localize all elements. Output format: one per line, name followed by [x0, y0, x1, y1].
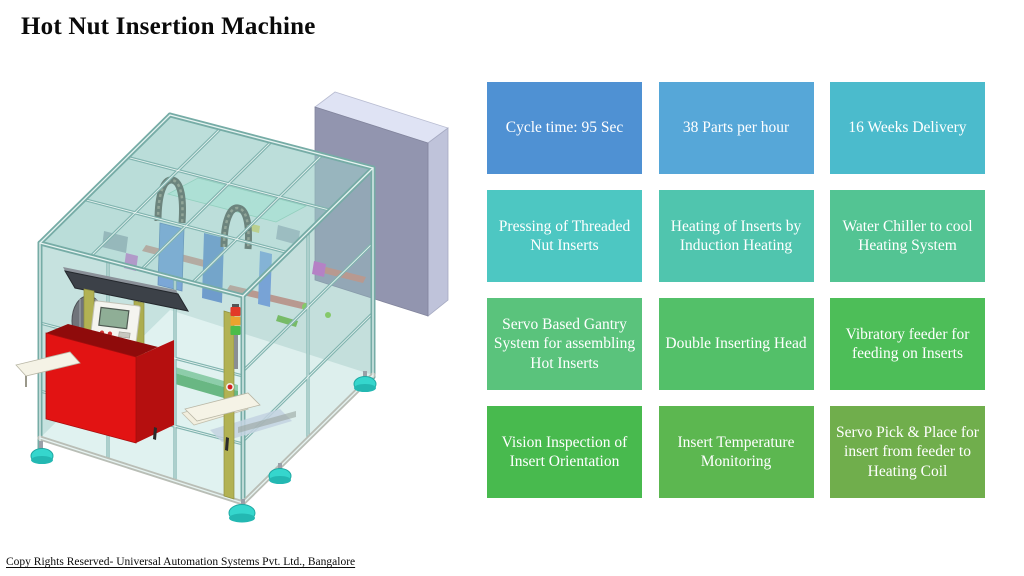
emergency-stop-button [226, 383, 234, 391]
leveling-feet [30, 371, 377, 523]
feature-box: Servo Pick & Place for insert from feede… [830, 406, 985, 498]
door-handles [153, 427, 229, 451]
feature-box: Heating of Inserts by Induction Heating [658, 190, 814, 282]
feature-box: Pressing of Threaded Nut Inserts [487, 190, 642, 282]
feature-box: Cycle time: 95 Sec [487, 82, 642, 174]
feature-box: Insert Temperature Monitoring [658, 406, 814, 498]
feature-box: Servo Based Gantry System for assembling… [487, 298, 642, 390]
feature-grid: Cycle time: 95 Sec 38 Parts per hour 16 … [487, 82, 985, 498]
machine-3d-render-icon [15, 91, 449, 523]
feature-box: 16 Weeks Delivery [830, 82, 985, 174]
copyright-text: Copy Rights Reserved- Universal Automati… [6, 556, 356, 568]
feature-box: Double Inserting Head [658, 298, 814, 390]
machine-render-container [8, 75, 478, 545]
signal-tower-light [230, 304, 241, 369]
feature-box: 38 Parts per hour [658, 82, 814, 174]
page-title: Hot Nut Insertion Machine [21, 13, 316, 40]
side-shelf-right [184, 392, 261, 422]
feature-box: Vision Inspection of Insert Orientation [487, 406, 642, 498]
tilted-dark-panel [63, 267, 189, 312]
feature-box: Vibratory feeder for feeding on Inserts [830, 298, 985, 390]
side-shelf-left [15, 351, 81, 387]
feature-box: Water Chiller to cool Heating System [830, 190, 985, 282]
